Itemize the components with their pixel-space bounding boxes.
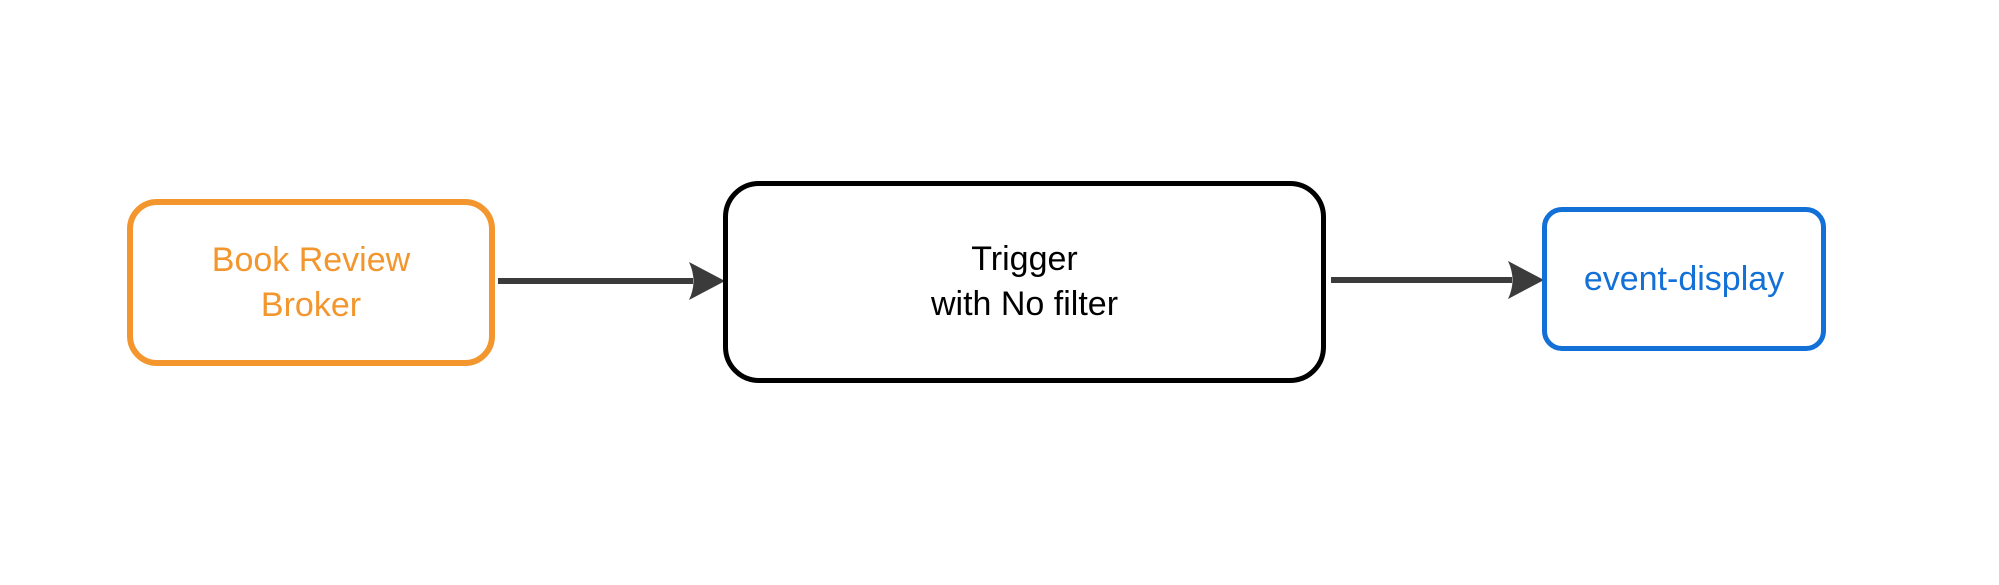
arrow-broker-to-trigger	[498, 262, 725, 300]
arrowhead-icon	[1508, 261, 1544, 299]
node-trigger-with-no-filter-label: Trigger with No filter	[930, 240, 1119, 323]
node-event-display-label: event-display	[1583, 259, 1785, 298]
arrowhead-icon	[689, 262, 725, 300]
node-trigger-with-no-filter: Trigger with No filter	[723, 181, 1326, 383]
arrow-trigger-to-event-display	[1331, 261, 1544, 299]
node-book-review-broker: Book Review Broker	[127, 199, 495, 366]
node-event-display: event-display	[1542, 207, 1826, 351]
node-book-review-broker-label: Book Review Broker	[211, 240, 411, 324]
